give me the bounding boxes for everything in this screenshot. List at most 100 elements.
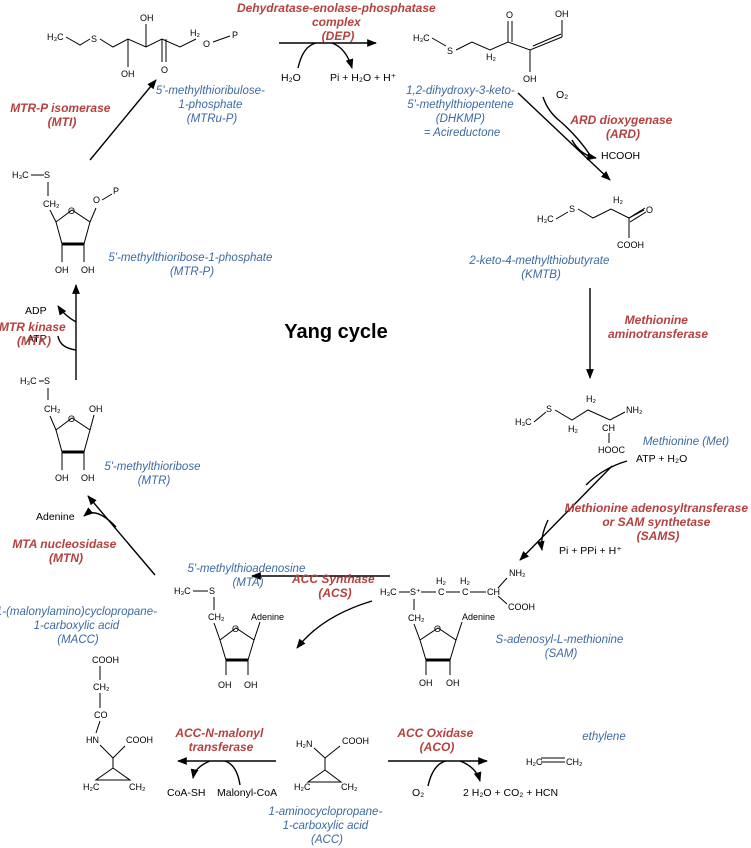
enzyme-acc-n-malonyl-transferase: ACC-N-malonyl transferase	[174, 726, 266, 754]
svg-text:H₃C: H₃C	[20, 376, 37, 386]
svg-text:H₂C: H₂C	[83, 782, 100, 792]
svg-text:CH₂: CH₂	[44, 404, 61, 414]
svg-text:O: O	[68, 414, 75, 424]
arrow-malonyl-in	[224, 760, 241, 786]
metabolite-macc: 1-(malonylamino)cyclopropane- 1-carboxyl…	[0, 606, 160, 646]
svg-text:O: O	[506, 10, 513, 20]
svg-text:H₃C: H₃C	[515, 417, 532, 427]
arrow-o2-aco-in	[427, 760, 447, 787]
svg-text:H₂N: H₂N	[296, 739, 313, 749]
svg-text:CH: CH	[602, 423, 615, 433]
svg-text:HOOC: HOOC	[598, 445, 626, 455]
enzyme-dep: Dehydratase-enolase-phosphatase complex …	[237, 1, 439, 43]
structure-acc: H₂N COOH H₂C CH₂	[294, 736, 369, 792]
svg-text:H₃C: H₃C	[12, 170, 29, 180]
cofactor-ppi-sams: Pi + PPi + H⁺	[559, 545, 622, 557]
svg-text:S: S	[447, 46, 453, 56]
enzyme-mti: MTR-P isomerase (MTI)	[10, 101, 114, 129]
cofactor-coa-sh: CoA-SH	[167, 787, 206, 799]
cofactor-o2-aco: O₂	[412, 787, 424, 799]
cofactor-atp-sams: ATP + H₂O	[636, 453, 687, 465]
svg-text:O: O	[161, 65, 168, 75]
enzyme-acs: ACC Synthase (ACS)	[291, 572, 378, 600]
svg-text:OH: OH	[555, 9, 569, 19]
structure-mtr-p: H₃C S CH₂ O O P OH OH	[12, 170, 119, 275]
arrow-mta-to-mtr	[87, 495, 156, 576]
arrow-o2-in	[542, 96, 562, 123]
arrow-atp-in	[585, 460, 628, 486]
arrow-dhkmp-to-kmtb	[517, 92, 611, 181]
svg-text:H₂: H₂	[460, 576, 470, 586]
svg-text:H₂C: H₂C	[526, 757, 543, 767]
svg-text:S: S	[569, 204, 575, 214]
cofactor-atp-mtk: ATP	[27, 333, 47, 345]
arrow-met-to-sam	[519, 465, 613, 561]
arrow-aco-out	[459, 760, 482, 782]
metabolite-sam: S-adenosyl-L-methionine (SAM)	[495, 634, 626, 660]
svg-text:C: C	[438, 587, 445, 597]
svg-text:S: S	[44, 170, 50, 180]
svg-text:CH₂: CH₂	[341, 782, 358, 792]
enzyme-labels: Dehydratase-enolase-phosphatase complex …	[0, 1, 751, 754]
svg-text:C: C	[462, 587, 469, 597]
cycle-arrows	[57, 39, 628, 787]
svg-text:COOH: COOH	[126, 735, 153, 745]
svg-text:H₂: H₂	[190, 28, 200, 38]
structure-mta: H₃C S CH₂ O Adenine OH OH	[174, 586, 284, 690]
structure-mtr: H₃C S CH₂ O OH OH OH	[20, 376, 103, 483]
cofactor-malonyl-coa: Malonyl-CoA	[217, 787, 277, 799]
svg-text:H₂: H₂	[486, 52, 496, 62]
enzyme-ard: ARD dioxygenase (ARD)	[569, 113, 675, 141]
svg-text:OH: OH	[81, 265, 95, 275]
svg-text:S⁺: S⁺	[410, 587, 421, 597]
enzyme-sams: Methionine adenosyltransferase or SAM sy…	[565, 501, 751, 543]
structure-mtru-p: H₃C S OH OH O H₂ O P	[47, 13, 238, 79]
arrow-hcooh-out	[571, 139, 597, 161]
enzyme-methionine-aminotransferase: Methionine aminotransferase	[608, 313, 708, 341]
svg-text:CH₂: CH₂	[208, 612, 225, 622]
svg-text:CH₂: CH₂	[408, 613, 425, 623]
metabolite-mtru-p: 5'-methylthioribulose- 1-phosphate (MTRu…	[156, 85, 268, 125]
svg-text:OH: OH	[446, 678, 460, 688]
svg-text:OH: OH	[523, 74, 537, 84]
arrow-adenine-out	[83, 507, 117, 528]
svg-text:CH: CH	[487, 587, 500, 597]
svg-text:OH: OH	[89, 404, 103, 414]
svg-text:Adenine: Adenine	[462, 612, 495, 622]
svg-text:H₂: H₂	[586, 394, 596, 404]
metabolite-mta: 5'-methylthioadenosine (MTA)	[187, 563, 308, 589]
svg-text:H₃C: H₃C	[380, 587, 397, 597]
cofactor-adp: ADP	[25, 305, 47, 317]
svg-text:S: S	[44, 376, 50, 386]
svg-text:OH: OH	[140, 13, 154, 23]
svg-text:NH₂: NH₂	[509, 568, 526, 578]
structure-dhkmp: H₃C S H₂ O OH OH	[413, 9, 569, 84]
svg-text:HN: HN	[86, 735, 99, 745]
svg-text:CH₂: CH₂	[43, 199, 60, 209]
arrow-atp-mtk-in	[57, 335, 77, 351]
arrow-ppi-out	[536, 519, 549, 551]
svg-text:S: S	[546, 404, 552, 414]
enzyme-aco: ACC Oxidase (ACO)	[396, 726, 476, 754]
svg-text:S: S	[209, 586, 215, 596]
svg-text:OH: OH	[244, 680, 258, 690]
structure-kmtb: H₃C S H₂ O COOH	[537, 195, 653, 250]
arrow-mtrp-to-mtrup	[89, 79, 157, 161]
metabolite-dhkmp: 1,2-dihydroxy-3-keto- 5'-methylthiopente…	[406, 85, 518, 139]
arrow-pi-out	[331, 42, 354, 69]
arrow-coash-out	[190, 760, 211, 779]
structure-ethylene: H₂C CH₂	[526, 757, 583, 767]
svg-text:COOH: COOH	[92, 655, 119, 665]
structure-sam: H₃C S⁺ C H₂ C H₂ CH NH₂ COOH CH₂ O Adeni…	[380, 568, 535, 688]
cofactor-hcooh: HCOOH	[601, 150, 640, 162]
svg-text:Adenine: Adenine	[251, 612, 284, 622]
cofactor-o2-ard: O₂	[556, 89, 568, 101]
diagram-title: Yang cycle	[284, 321, 387, 343]
svg-text:H₃C: H₃C	[413, 33, 430, 43]
svg-text:OH: OH	[218, 680, 232, 690]
cofactor-pi-dep: Pi + H₂O + H⁺	[330, 72, 397, 84]
arrow-ard-main	[560, 121, 591, 156]
svg-text:S: S	[91, 34, 97, 44]
svg-text:OH: OH	[55, 265, 69, 275]
cofactor-aco-out: 2 H₂O + CO₂ + HCN	[463, 787, 558, 799]
